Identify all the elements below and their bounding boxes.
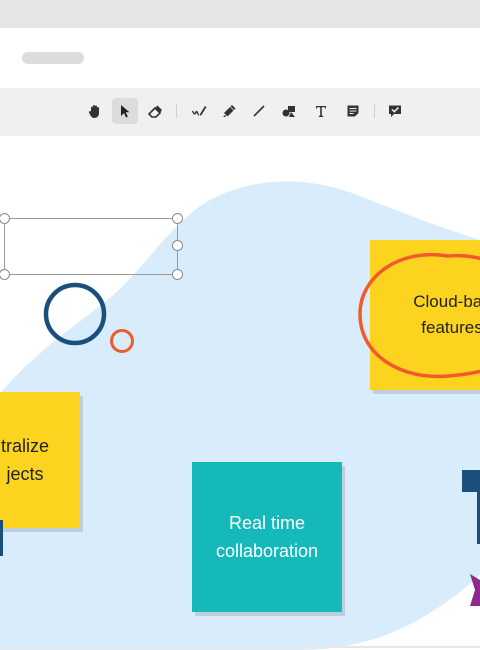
select-tool-button[interactable]	[112, 98, 138, 124]
highlighter-tool-button[interactable]	[216, 98, 242, 124]
title-bar	[0, 28, 480, 88]
sticky-note-real-time-collaboration[interactable]: Real time collaboration	[192, 462, 342, 612]
whiteboard-canvas[interactable]: Cloud-bas features tralize jects Real ti…	[0, 136, 480, 650]
toolbar-separator	[176, 104, 177, 118]
shapes-icon	[282, 106, 295, 117]
selection-frame[interactable]	[4, 218, 178, 275]
browser-top-bar	[0, 0, 480, 28]
sticky-note-tool-button[interactable]	[340, 98, 366, 124]
sticky-note-text: Cloud-bas features	[413, 292, 480, 337]
resize-handle-top-left[interactable]	[0, 213, 10, 224]
pen-tool-button[interactable]	[186, 98, 212, 124]
hand-icon	[88, 105, 99, 118]
document-title-placeholder[interactable]	[22, 52, 84, 64]
canvas-bottom-edge	[0, 646, 480, 648]
sticky-note-icon	[347, 105, 359, 117]
resize-handle-bottom-left[interactable]	[0, 269, 10, 280]
line-tool-button[interactable]	[246, 98, 272, 124]
toolbar-separator	[374, 104, 375, 118]
resize-handle-top-right[interactable]	[172, 213, 183, 224]
hand-tool-button[interactable]	[82, 98, 108, 124]
resize-handle-right[interactable]	[172, 240, 183, 251]
eraser-icon	[147, 105, 162, 118]
sticky-note-centralize-projects[interactable]: tralize jects	[0, 392, 80, 528]
resize-handle-bottom-right[interactable]	[172, 269, 183, 280]
line-icon	[253, 105, 265, 117]
shapes-tool-button[interactable]	[276, 98, 302, 124]
text-tool-button[interactable]	[308, 98, 334, 124]
drawing-toolbar	[0, 88, 480, 137]
comment-tool-button[interactable]	[382, 98, 408, 124]
comment-check-icon	[389, 105, 401, 117]
sticky-note-text: Real time collaboration	[215, 513, 319, 561]
sticky-note-text: tralize jects	[0, 436, 49, 484]
text-icon	[316, 106, 326, 117]
highlighter-icon	[223, 105, 236, 117]
cursor-icon	[121, 105, 130, 118]
eraser-tool-button[interactable]	[142, 98, 168, 124]
sticky-note-cloud-features[interactable]: Cloud-bas features	[370, 240, 480, 390]
pen-icon	[191, 106, 207, 116]
